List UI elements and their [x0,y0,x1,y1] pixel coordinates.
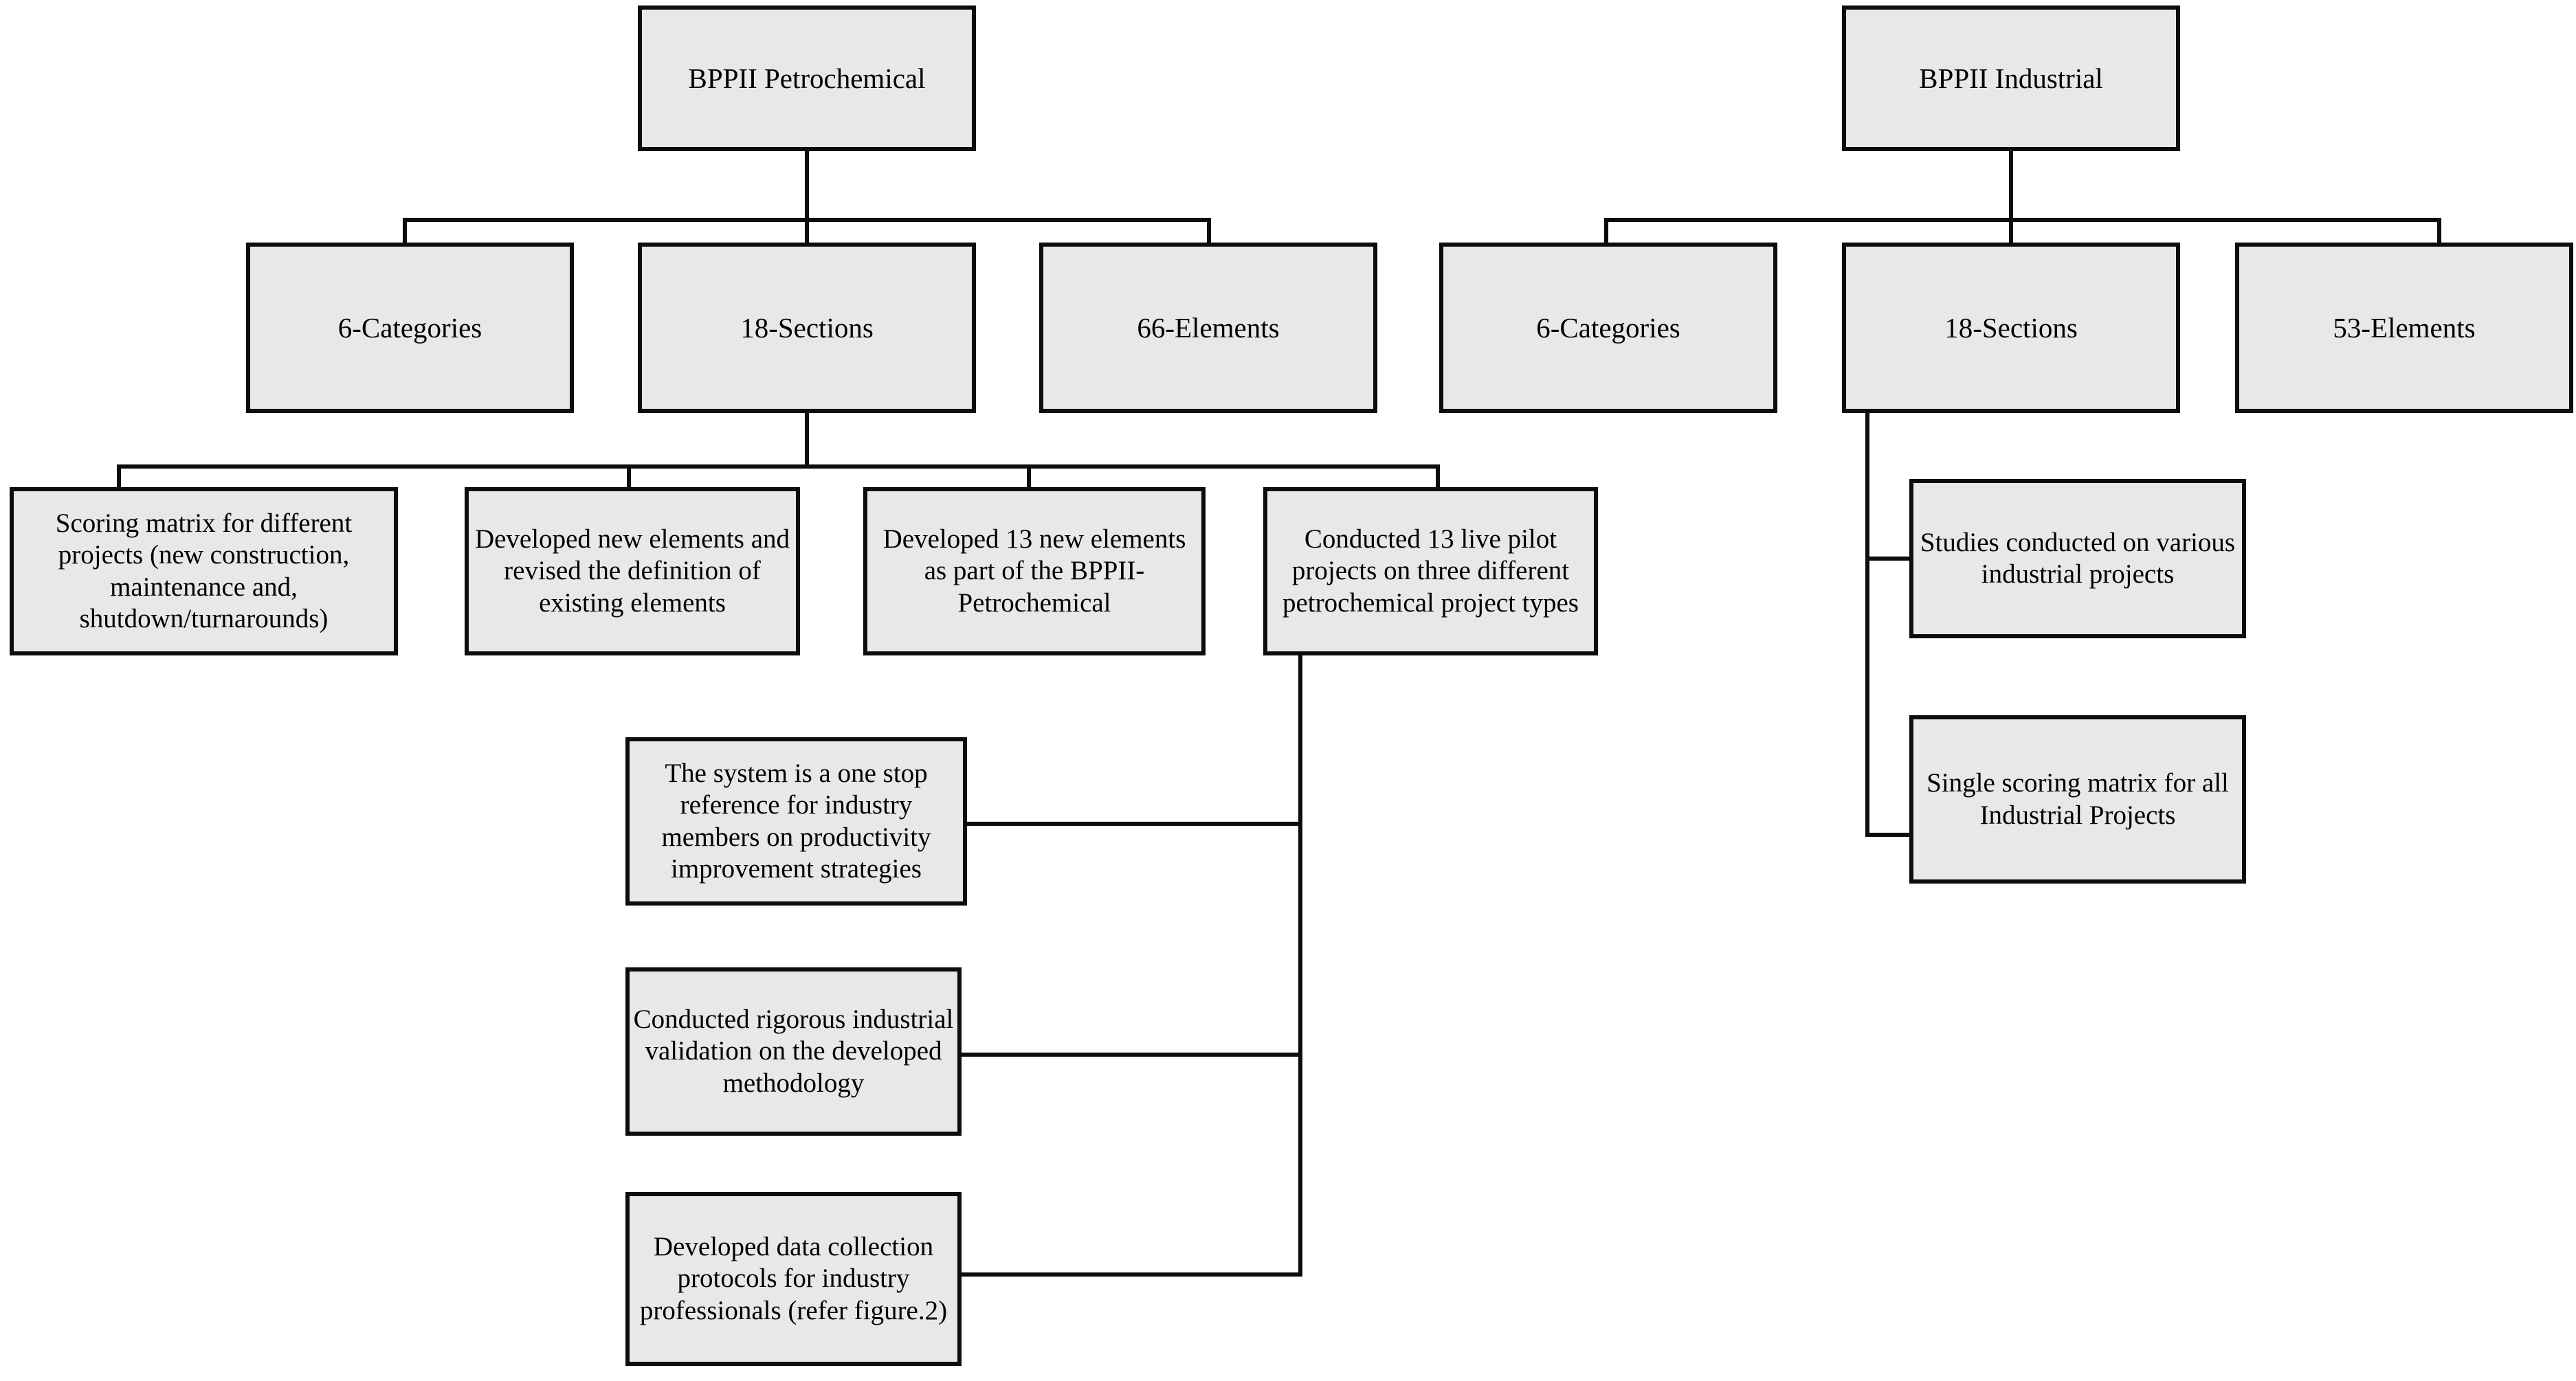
node-label: 6-Categories [337,311,482,344]
node-label: Developed 13 new elements as part of the… [882,524,1186,618]
node-label: Developed new elements and revised the d… [474,524,790,618]
node-label: 6-Categories [1536,311,1680,344]
node-bppii-industrial[interactable]: BPPII Industrial [1842,5,2180,151]
node-label: BPPII Industrial [1919,62,2103,94]
node-petro-13-live-pilots[interactable]: Conducted 13 live pilot projects on thre… [1263,487,1598,655]
node-one-stop-reference[interactable]: The system is a one stop reference for i… [625,737,967,906]
node-ind-18-sections[interactable]: 18-Sections [1842,243,2180,413]
node-label: Studies conducted on various industrial … [1920,527,2236,589]
connector-petro-cat-drop [403,218,407,245]
connector-ind-elem-drop [2437,218,2441,245]
node-petro-scoring-matrix[interactable]: Scoring matrix for different projects (n… [10,487,398,655]
node-petro-66-elements[interactable]: 66-Elements [1039,243,1377,413]
node-label: The system is a one stop reference for i… [661,759,931,884]
connector-petro-sections-drop [805,411,809,469]
connector-pilot-stub-3 [962,1272,1302,1277]
node-petro-6-categories[interactable]: 6-Categories [246,243,574,413]
connector-petro-leaf2-drop [627,464,631,490]
node-ind-single-scoring-matrix[interactable]: Single scoring matrix for all Industrial… [1909,715,2246,884]
node-label: 18-Sections [740,311,874,344]
connector-ind-sec-drop [2009,218,2013,245]
node-ind-studies-conducted[interactable]: Studies conducted on various industrial … [1909,479,2246,638]
node-label: Single scoring matrix for all Industrial… [1927,768,2229,830]
connector-petro-leaf4-drop [1436,464,1440,490]
connector-ind-sections-spine [1865,411,1869,837]
connector-pilot-stub-1 [967,822,1302,826]
node-label: 66-Elements [1137,311,1280,344]
node-bppii-petrochemical[interactable]: BPPII Petrochemical [638,5,976,151]
connector-pilot-stub-2 [962,1053,1302,1057]
node-label: 18-Sections [1944,311,2078,344]
node-label: 53-Elements [2333,311,2476,344]
connector-ind-level2-bus [1604,218,2441,222]
node-petro-18-sections[interactable]: 18-Sections [638,243,976,413]
connector-petro-elem-drop [1207,218,1211,245]
connector-petro-root-drop [805,148,809,222]
node-data-collection-protocols[interactable]: Developed data collection protocols for … [625,1192,962,1366]
connector-petro-leaf-bus [117,464,1440,469]
connector-petro-sec-drop [805,218,809,245]
node-petro-13-new-elements[interactable]: Developed 13 new elements as part of the… [863,487,1206,655]
node-label: BPPII Petrochemical [688,62,926,94]
node-label: Conducted 13 live pilot projects on thre… [1283,524,1579,618]
node-label: Scoring matrix for different projects (n… [55,508,353,633]
connector-pilot-spine [1298,653,1302,1277]
node-ind-6-categories[interactable]: 6-Categories [1439,243,1777,413]
node-ind-53-elements[interactable]: 53-Elements [2235,243,2573,413]
connector-petro-leaf3-drop [1027,464,1031,490]
node-label: Developed data collection protocols for … [639,1232,948,1325]
node-label: Conducted rigorous industrial validation… [633,1004,954,1098]
connector-ind-root-drop [2009,148,2013,222]
node-petro-developed-new-elements[interactable]: Developed new elements and revised the d… [465,487,800,655]
connector-ind-stub-1 [1865,557,1912,561]
connector-ind-stub-2 [1865,833,1912,837]
connector-ind-cat-drop [1604,218,1608,245]
node-rigorous-validation[interactable]: Conducted rigorous industrial validation… [625,967,962,1136]
connector-petro-leaf1-drop [117,464,121,490]
